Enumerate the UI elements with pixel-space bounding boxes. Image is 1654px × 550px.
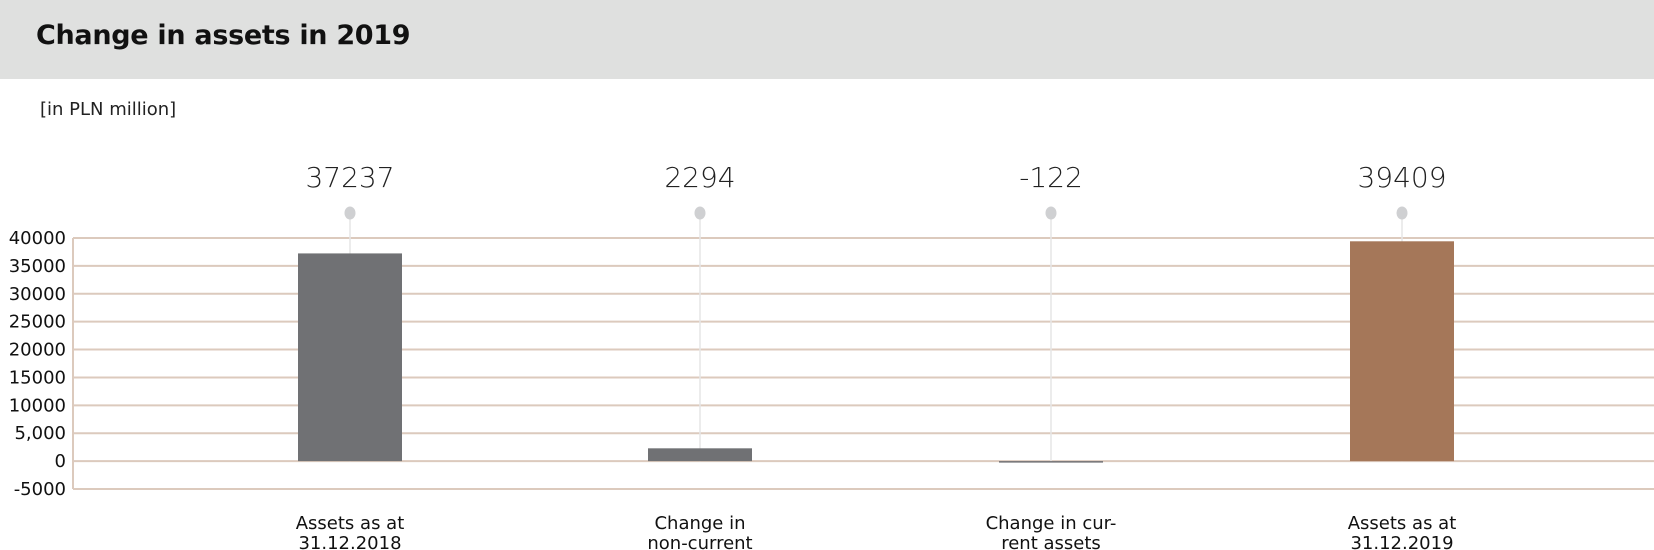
category-label: Assets as at — [1348, 513, 1457, 534]
category-label: Change in cur- — [986, 513, 1117, 534]
y-tick-label: 15000 — [9, 367, 66, 388]
category-label: rent assets — [1001, 533, 1101, 550]
y-tick-label: 0 — [55, 451, 66, 472]
bar — [1350, 241, 1454, 462]
marker-dot — [344, 206, 356, 220]
value-label: 2294 — [664, 161, 735, 194]
category-label: 31.12.2018 — [298, 533, 401, 550]
chart-title: Change in assets in 2019 — [36, 20, 411, 51]
value-label: 37237 — [305, 161, 394, 194]
y-tick-label: 25000 — [9, 312, 66, 333]
y-tick-label: -5000 — [14, 479, 66, 500]
bar — [999, 461, 1103, 463]
bar — [298, 253, 402, 462]
unit-label: [in PLN million] — [40, 99, 177, 120]
marker-dot — [1045, 206, 1057, 220]
category-label: non-current — [647, 533, 752, 550]
category-label: 31.12.2019 — [1350, 533, 1453, 550]
value-label: -122 — [1019, 161, 1083, 194]
y-tick-label: 35000 — [9, 256, 66, 277]
y-tick-label: 40000 — [9, 228, 66, 249]
y-tick-label: 10000 — [9, 395, 66, 416]
category-label: Change in — [654, 513, 745, 534]
marker-dot — [694, 206, 706, 220]
bar — [648, 448, 752, 462]
title-bar: Change in assets in 2019 — [0, 0, 1654, 79]
y-tick-label: 30000 — [9, 284, 66, 305]
y-tick-label: 5,000 — [14, 423, 66, 444]
marker-dot — [1396, 206, 1408, 220]
value-label: 39409 — [1357, 161, 1446, 194]
y-tick-label: 20000 — [9, 340, 66, 361]
category-label: Assets as at — [296, 513, 405, 534]
